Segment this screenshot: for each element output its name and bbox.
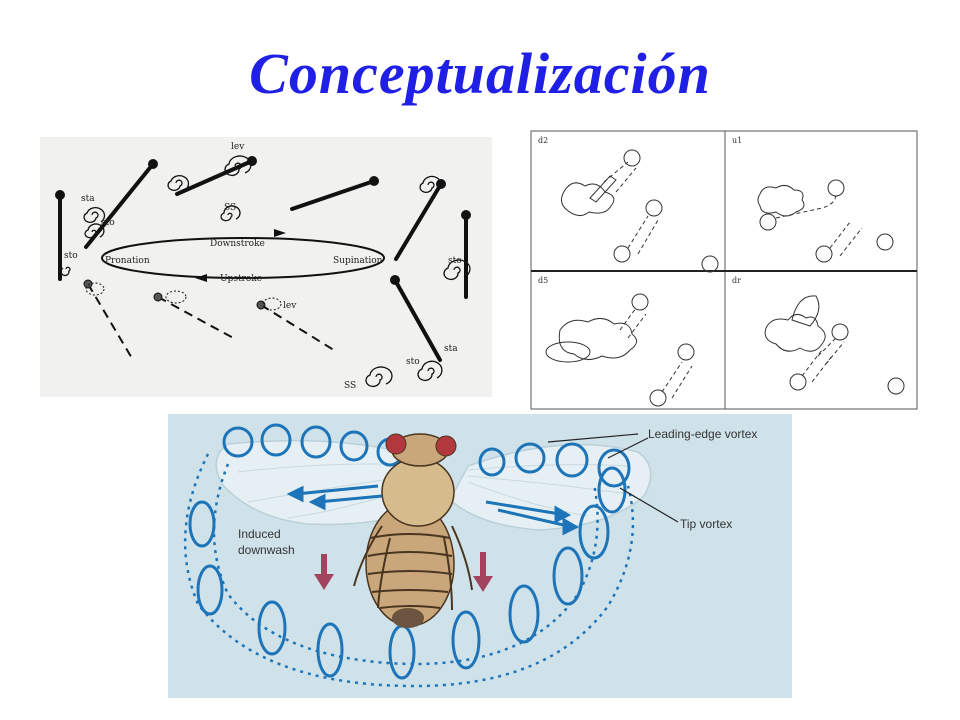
upstroke-arrow-icon (195, 274, 207, 282)
label-lev-bottom: lev (283, 301, 297, 311)
downwash-arrow-icon (314, 552, 493, 592)
label-tip-vortex: Tip vortex (680, 517, 732, 531)
tip-vortex-icon (188, 466, 627, 680)
quadrant-label-u1: u1 (732, 136, 742, 145)
fly-vortex-illustration: Leading-edge vortex Tip vortex Induced d… (168, 414, 792, 698)
label-upstroke: Upstroke (220, 274, 262, 284)
label-lev-top: lev (231, 142, 245, 152)
label-downwash: downwash (238, 543, 295, 557)
label-sta-bottom: sta (444, 344, 458, 354)
label-downstroke: Downstroke (210, 239, 265, 249)
label-sto-bottom: sto (406, 357, 420, 367)
quadrant-label-dr: dr (732, 276, 741, 285)
label-sto-right: sto (448, 256, 462, 266)
label-leading-edge-vortex: Leading-edge vortex (648, 427, 757, 441)
vortex-quadrant-grid: d2 u1 d5 dr (530, 130, 918, 410)
label-induced: Induced (238, 527, 281, 541)
label-ss-mid: SS (224, 203, 236, 213)
label-sto-left: sto (101, 218, 115, 228)
stroke-cycle-ellipse (101, 237, 385, 279)
label-sto-left2: sto (64, 251, 78, 261)
label-supination: Supination (333, 256, 383, 266)
wing-stroke-diagram: lev sta sto sto SS Downstroke Upstroke P… (40, 137, 492, 397)
quadrant-label-d5: d5 (538, 276, 548, 285)
vortex-spiral-icon (60, 155, 471, 388)
downstroke-arrow-icon (274, 229, 286, 237)
label-pronation: Pronation (105, 256, 150, 266)
label-sta-left: sta (81, 194, 95, 204)
label-ss-bottom: SS (344, 381, 356, 391)
quadrant-label-d2: d2 (538, 136, 548, 145)
fly-body (353, 433, 473, 628)
slide-title: Conceptualización (249, 41, 711, 106)
